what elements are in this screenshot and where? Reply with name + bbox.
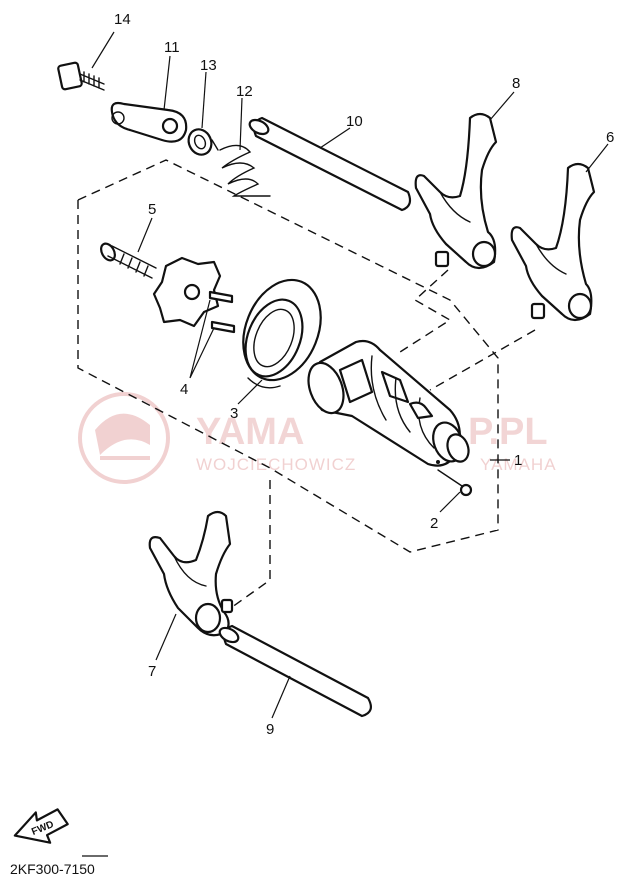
callout-7: 7	[148, 663, 156, 680]
watermark-sub-text: WOJCIECHOWICZ	[196, 455, 356, 474]
bearing-3	[242, 278, 322, 389]
callout-14: 14	[114, 11, 131, 28]
callout-11: 11	[164, 39, 180, 56]
pins-4	[208, 290, 236, 334]
fwd-arrow-icon: FWD	[13, 808, 69, 844]
leader-lines	[91, 31, 609, 719]
watermark-main-tail-text: P.PL	[468, 411, 548, 453]
segment-plate	[152, 256, 222, 328]
callout-12: 12	[236, 83, 253, 100]
callout-2: 2	[430, 515, 438, 532]
screw-2	[437, 469, 473, 497]
fork-6-guide-line	[429, 329, 536, 391]
callout-3: 3	[230, 405, 238, 422]
callout-10: 10	[346, 113, 363, 130]
spring-12	[211, 139, 271, 197]
assembly-boundary	[77, 159, 499, 553]
shaft-10	[248, 116, 412, 212]
shift-arm-11	[110, 101, 188, 143]
screw-5	[100, 242, 157, 279]
shift-fork-6	[510, 162, 596, 322]
callout-8: 8	[512, 75, 520, 92]
callout-13: 13	[200, 57, 217, 74]
callout-1: 1	[514, 452, 522, 469]
shaft-9	[218, 624, 373, 718]
diagram-code: 2KF300-7150	[10, 861, 95, 877]
washer-13	[187, 128, 213, 156]
watermark: YAMA P.PL WOJCIECHOWICZ YAMAHA	[78, 392, 556, 484]
callout-9: 9	[266, 721, 274, 738]
callout-4: 4	[180, 381, 188, 398]
fork-8-guide-line	[399, 269, 452, 353]
callout-5: 5	[148, 201, 156, 218]
shift-fork-7	[148, 510, 234, 637]
watermark-main-text: YAMA	[196, 411, 304, 453]
bolt-14	[57, 61, 105, 91]
shift-fork-8	[414, 112, 498, 270]
shift-drum-1	[307, 339, 470, 467]
watermark-logo-icon	[78, 392, 170, 484]
callout-6: 6	[606, 129, 614, 146]
fork-7-guide-line	[227, 480, 271, 611]
